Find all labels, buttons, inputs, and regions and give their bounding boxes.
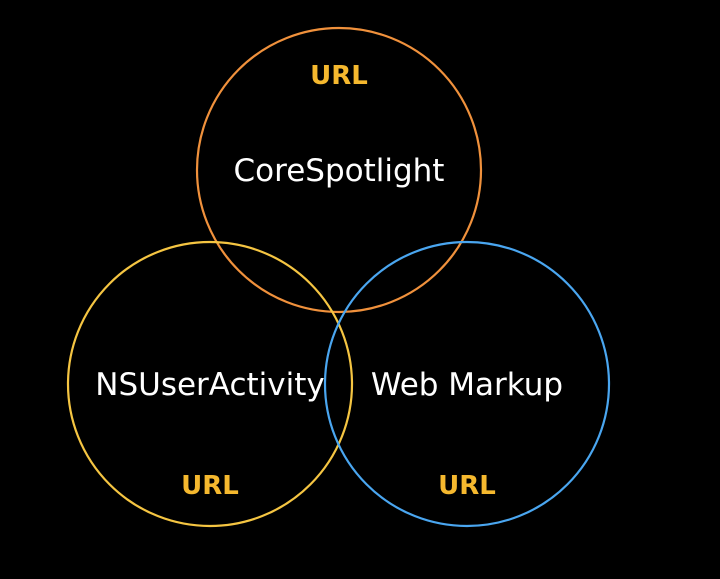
web-markup-circle-group: Web Markup URL	[323, 240, 611, 528]
nsuseractivity-circle-group: NSUserActivity URL	[66, 240, 354, 528]
nsuseractivity-circle	[66, 240, 354, 528]
corespotlight-circle	[195, 26, 483, 314]
web-markup-circle	[323, 240, 611, 528]
nsuseractivity-label: NSUserActivity	[95, 367, 324, 403]
nsuseractivity-url-label: URL	[181, 471, 239, 501]
corespotlight-label: CoreSpotlight	[234, 153, 445, 189]
corespotlight-circle-group: URL CoreSpotlight	[195, 26, 483, 314]
web-markup-url-label: URL	[438, 471, 496, 501]
web-markup-label: Web Markup	[371, 367, 563, 403]
corespotlight-url-label: URL	[310, 61, 368, 91]
